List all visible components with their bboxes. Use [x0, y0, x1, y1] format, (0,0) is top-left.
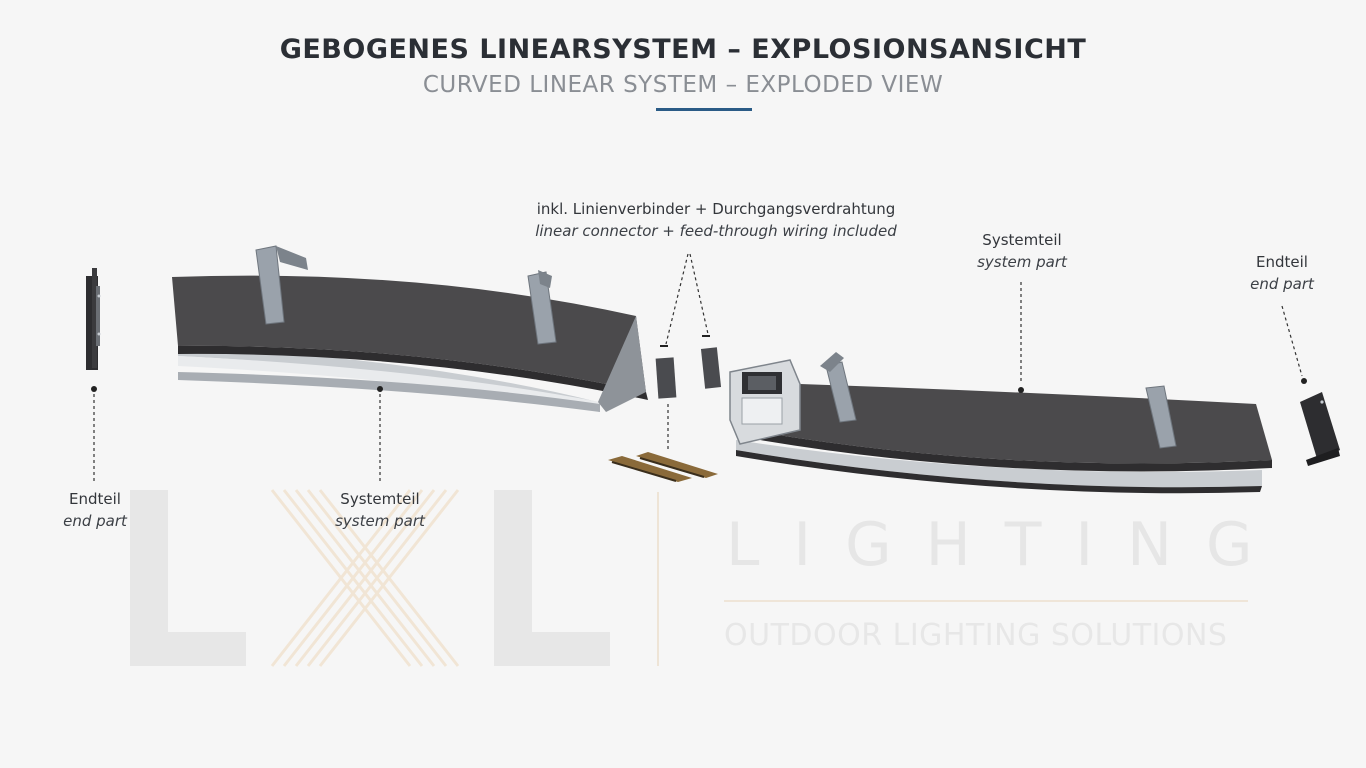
watermark-letter-l-right — [494, 490, 610, 666]
system-part-left — [172, 245, 648, 412]
system-part-right — [729, 352, 1272, 494]
label-system-part-right: Systemteil system part — [970, 229, 1074, 273]
label-end-part-right: Endteil end part — [1244, 251, 1320, 295]
leader-connector-left — [665, 253, 689, 345]
label-system-part-left: Systemteil system part — [330, 488, 430, 532]
leader-end-right — [1281, 305, 1303, 377]
label-system-part-right-en: system part — [977, 253, 1067, 271]
label-connector: inkl. Linienverbinder + Durchgangsverdra… — [516, 198, 916, 242]
leader-dots — [91, 378, 1307, 393]
label-end-part-right-de: Endteil — [1256, 253, 1308, 271]
label-connector-en: linear connector + feed-through wiring i… — [535, 222, 897, 240]
feed-through-wiring — [608, 452, 718, 482]
label-end-part-right-en: end part — [1250, 275, 1314, 293]
page-title: GEBOGENES LINEARSYSTEM – EXPLOSIONSANSIC… — [279, 34, 1087, 65]
end-part-left — [86, 268, 101, 370]
page-subtitle: CURVED LINEAR SYSTEM – EXPLODED VIEW — [422, 72, 944, 98]
end-part-right — [1300, 392, 1340, 466]
leader-lines — [93, 253, 1303, 484]
label-system-part-left-en: system part — [335, 512, 425, 530]
label-end-part-left-de: Endteil — [69, 490, 121, 508]
linear-connector — [655, 335, 722, 399]
watermark-lighting-text: LIGHTING — [726, 510, 1287, 580]
label-end-part-left-en: end part — [63, 512, 127, 530]
leader-connector-right — [689, 253, 709, 335]
watermark-letter-x — [270, 489, 460, 667]
label-system-part-right-de: Systemteil — [982, 231, 1062, 249]
watermark-letter-l-left — [130, 490, 246, 666]
watermark-tagline: OUTDOOR LIGHTING SOLUTIONS — [724, 618, 1228, 653]
label-system-part-left-de: Systemteil — [340, 490, 420, 508]
title-underline — [656, 108, 752, 111]
watermark-logo — [130, 489, 1248, 667]
label-end-part-left: Endteil end part — [62, 488, 128, 532]
label-connector-de: inkl. Linienverbinder + Durchgangsverdra… — [536, 200, 896, 218]
